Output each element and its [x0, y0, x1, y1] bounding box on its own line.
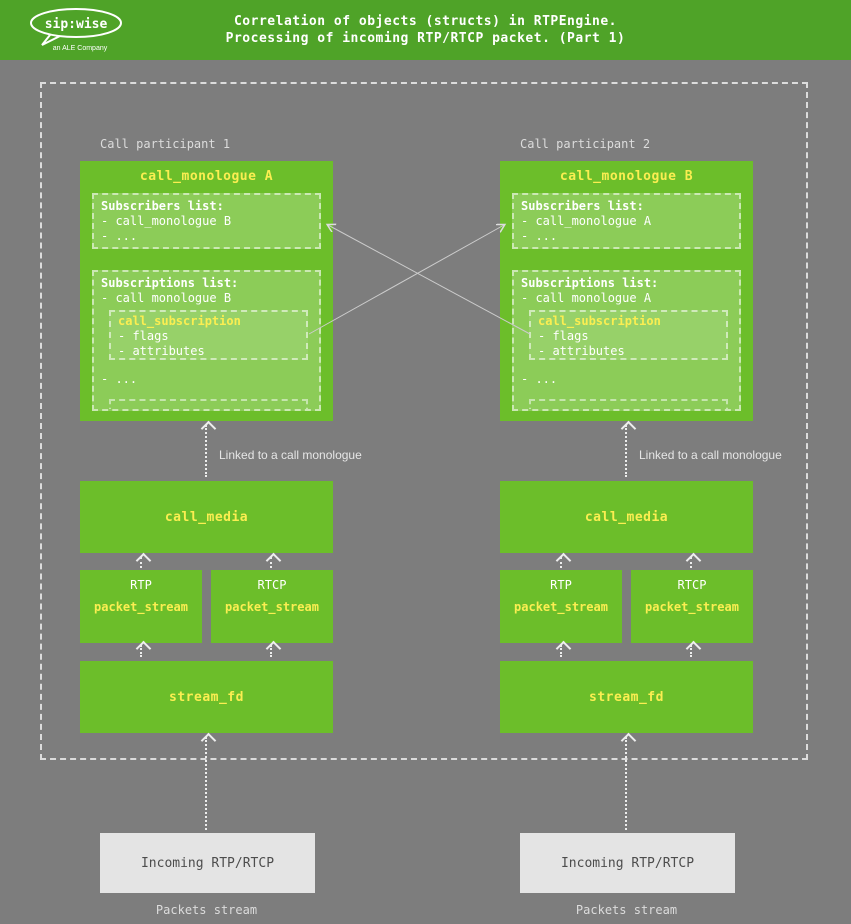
subscribers-header: Subscribers list: [521, 199, 644, 213]
participant-2-label: Call participant 2 [520, 137, 651, 151]
call-subscription-title: call_subscription [538, 314, 661, 328]
call-monologue-b-box: call_monologue B Subscribers list: - cal… [500, 161, 753, 421]
subscribers-list-box: Subscribers list: - call_monologue A - .… [512, 193, 741, 249]
call-media-label: call_media [164, 509, 249, 525]
stream-fd-box: stream_fd [80, 661, 333, 733]
subscription-item: - flags [538, 329, 589, 343]
call-subscription-box: call_subscription - flags - attributes [109, 310, 308, 360]
subscribers-list-box: Subscribers list: - call_monologue B - .… [92, 193, 321, 249]
packet-stream-label: packet_stream [225, 600, 319, 614]
participant-2-column: Call participant 2 call_monologue B Subs… [500, 137, 782, 922]
subscribers-item: - ... [101, 229, 138, 243]
packets-stream-label: Packets stream [155, 903, 258, 917]
subscriptions-item: - call monologue A [521, 291, 652, 305]
call-subscription-box: call_subscription - flags - attributes [529, 310, 728, 360]
subscriptions-list-box: Subscriptions list: - call monologue A c… [512, 270, 741, 411]
logo-subtext: an ALE Company [53, 45, 108, 52]
arrow-fd-to-stream [690, 645, 692, 657]
stream-fd-box: stream_fd [500, 661, 753, 733]
linked-label: Linked to a call monologue [219, 448, 362, 462]
arrow-stream-to-media [560, 557, 562, 568]
rtpengine-scope-container [40, 82, 808, 760]
arrow-incoming-to-fd [625, 737, 627, 830]
incoming-rtp-box: Incoming RTP/RTCP [100, 833, 315, 893]
subscriptions-more: - ... [521, 372, 558, 386]
packet-stream-rtcp-box: RTCP packet_stream [211, 570, 333, 643]
call-monologue-a-box: call_monologue A Subscribers list: - cal… [80, 161, 333, 421]
page-title: Correlation of objects (structs) in RTPE… [0, 13, 851, 47]
call-subscription-title: call_subscription [118, 314, 241, 328]
rtp-label: RTP [130, 578, 152, 592]
rtp-label: RTP [550, 578, 572, 592]
subscription-item: - flags [118, 329, 169, 343]
call-media-box: call_media [500, 481, 753, 553]
header-bar: sip:wise an ALE Company Correlation of o… [0, 0, 851, 60]
packet-stream-rtp-box: RTP packet_stream [80, 570, 202, 643]
arrow-fd-to-stream [560, 645, 562, 657]
title-line-1: Correlation of objects (structs) in RTPE… [233, 14, 618, 29]
incoming-label: Incoming RTP/RTCP [560, 855, 695, 871]
arrow-fd-to-stream [140, 645, 142, 657]
call-monologue-b-title: call_monologue B [559, 169, 694, 184]
participant-1-column: Call participant 1 call_monologue A Subs… [80, 137, 362, 922]
subscriptions-item: - call monologue B [101, 291, 232, 305]
packets-stream-label: Packets stream [575, 903, 678, 917]
arrow-incoming-to-fd [205, 737, 207, 830]
title-line-2: Processing of incoming RTP/RTCP packet. … [225, 31, 626, 46]
stream-fd-label: stream_fd [169, 689, 244, 705]
arrow-media-to-monologue [205, 425, 207, 477]
arrow-stream-to-media [690, 557, 692, 568]
arrow-media-to-monologue [625, 425, 627, 477]
subscriptions-list-box: Subscriptions list: - call monologue B c… [92, 270, 321, 411]
subscription-item: - attributes [118, 344, 205, 358]
linked-label: Linked to a call monologue [639, 448, 782, 462]
packet-stream-label: packet_stream [94, 600, 188, 614]
stream-fd-label: stream_fd [589, 689, 664, 705]
incoming-label: Incoming RTP/RTCP [140, 855, 275, 871]
call-monologue-a-title: call_monologue A [139, 169, 274, 184]
sipwise-logo: sip:wise an ALE Company [28, 7, 128, 57]
packet-stream-rtcp-box: RTCP packet_stream [631, 570, 753, 643]
subscribers-item: - call_monologue B [101, 214, 232, 228]
logo-text: sip:wise [45, 17, 108, 32]
call-media-label: call_media [584, 509, 669, 525]
participant-1-label: Call participant 1 [100, 137, 231, 151]
subscriptions-more: - ... [101, 372, 138, 386]
packet-stream-rtp-box: RTP packet_stream [500, 570, 622, 643]
sipwise-logo-icon: sip:wise an ALE Company [30, 8, 122, 52]
subscribers-header: Subscribers list: [101, 199, 224, 213]
arrow-stream-to-media [140, 557, 142, 568]
rtcp-label: RTCP [257, 578, 287, 592]
packet-stream-label: packet_stream [645, 600, 739, 614]
packet-stream-label: packet_stream [514, 600, 608, 614]
collapsed-subscription-box [529, 399, 728, 409]
rtcp-label: RTCP [677, 578, 707, 592]
subscribers-item: - ... [521, 229, 558, 243]
arrow-stream-to-media [270, 557, 272, 568]
subscribers-item: - call_monologue A [521, 214, 652, 228]
arrow-fd-to-stream [270, 645, 272, 657]
call-media-box: call_media [80, 481, 333, 553]
incoming-rtp-box: Incoming RTP/RTCP [520, 833, 735, 893]
collapsed-subscription-box [109, 399, 308, 409]
subscriptions-header: Subscriptions list: [101, 276, 239, 290]
subscription-item: - attributes [538, 344, 625, 358]
subscriptions-header: Subscriptions list: [521, 276, 659, 290]
